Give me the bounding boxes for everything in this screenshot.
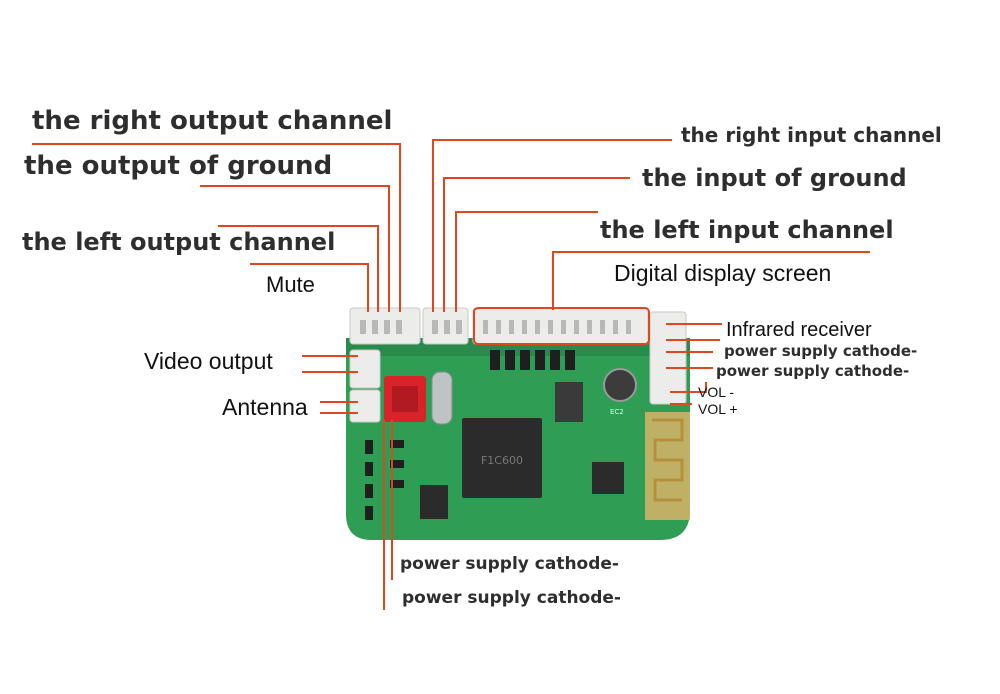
leader-lines — [32, 139, 870, 610]
small-chip-1 — [592, 462, 624, 494]
small-chip-3 — [555, 382, 583, 422]
antenna-trace — [652, 418, 684, 502]
label-antenna: Antenna — [222, 394, 308, 420]
label-right-output-channel: the right output channel — [32, 106, 393, 136]
label-input-of-ground: the input of ground — [642, 164, 907, 192]
label-left-output-channel: the left output channel — [22, 228, 336, 256]
crystal — [431, 371, 453, 425]
cap-label: EC2 — [610, 408, 624, 416]
label-video-output: Video output — [144, 348, 273, 374]
capacitor — [603, 368, 637, 402]
label-power-cathode-2: power supply cathode- — [716, 362, 910, 380]
label-bottom-power-cathode-2: power supply cathode- — [402, 588, 621, 608]
label-infrared-receiver: Infrared receiver — [726, 319, 872, 341]
label-digital-display-screen: Digital display screen — [614, 260, 832, 286]
label-vol-plus: VOL + — [698, 401, 738, 417]
label-bottom-power-cathode-1: power supply cathode- — [400, 554, 619, 574]
connector-right — [649, 311, 687, 405]
label-left-input-channel: the left input channel — [600, 216, 894, 244]
main-chip — [462, 418, 542, 498]
label-right-input-channel: the right input channel — [681, 123, 942, 147]
connector-video — [349, 349, 381, 389]
label-output-of-ground: the output of ground — [24, 151, 333, 181]
label-vol-minus: VOL - — [698, 384, 735, 400]
label-power-cathode-1: power supply cathode- — [724, 342, 918, 360]
label-mute: Mute — [266, 272, 315, 297]
small-chip-2 — [420, 485, 448, 519]
chip-marking: F1C600 — [481, 454, 523, 467]
connector-antenna — [349, 389, 381, 423]
